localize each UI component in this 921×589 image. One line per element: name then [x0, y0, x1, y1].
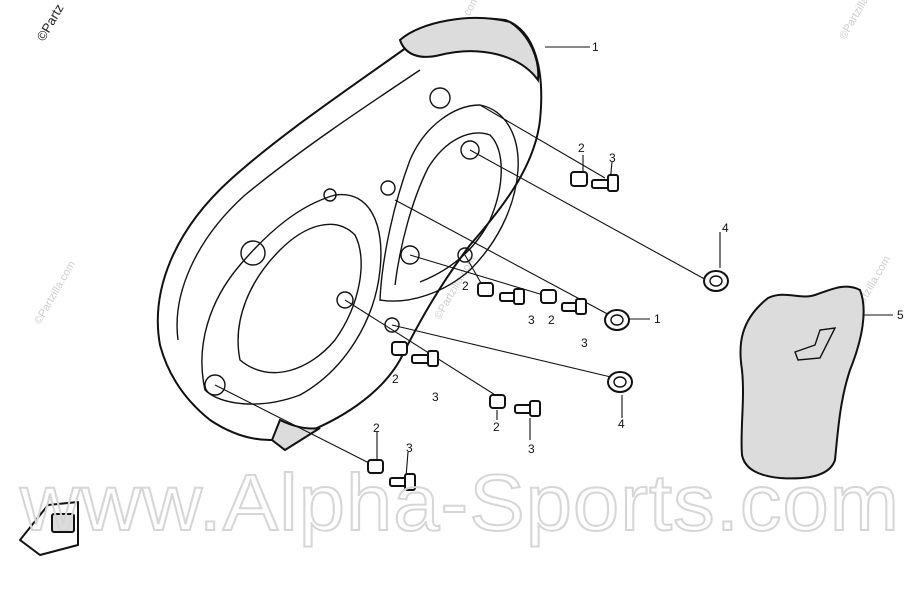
- callout-collar-bottom: 2: [373, 421, 380, 435]
- nut-mid: [604, 309, 630, 331]
- hardware: [367, 171, 729, 491]
- bolt-upper: [591, 174, 619, 192]
- callout-bolt-upper: 3: [609, 151, 616, 165]
- callout-cover: 1: [592, 40, 599, 54]
- collar-low-a: [391, 341, 408, 356]
- callout-bolt-mid-b: 3: [581, 336, 588, 350]
- callout-bolt-low-a: 3: [432, 390, 439, 404]
- bolt-low-b: [514, 400, 541, 417]
- callout-collar-mid-a: 2: [462, 279, 469, 293]
- callout-collar-low-b: 2: [493, 420, 500, 434]
- callout-collar-upper: 2: [578, 141, 585, 155]
- callout-bolt-bottom: 3: [406, 441, 413, 455]
- callout-nut-mid: 1: [654, 312, 661, 326]
- bolt-low-a: [411, 350, 439, 367]
- callout-nut-low: 4: [618, 417, 625, 431]
- watermark-site: www.Alpha-Sports.com: [19, 458, 900, 547]
- bolt-mid-b: [561, 298, 587, 315]
- nut-upper: [703, 270, 729, 292]
- watermark-faint-2: ©Partzilla.com: [837, 0, 883, 42]
- callout-bolt-mid-a: 3: [528, 313, 535, 327]
- watermark-faint-3: ©Partzilla.com: [32, 259, 78, 327]
- crankcase-cover: [156, 17, 543, 452]
- front-arrow-icon: [19, 501, 79, 556]
- nut-low: [607, 371, 633, 393]
- collar-mid-a: [477, 282, 494, 297]
- callout-collar-mid-b: 2: [548, 313, 555, 327]
- cover-plate: [739, 285, 865, 480]
- callout-collar-low-a: 2: [392, 372, 399, 386]
- collar-upper: [570, 171, 588, 187]
- callout-nut-upper: 4: [722, 221, 729, 235]
- collar-mid-b: [540, 289, 557, 304]
- callout-bolt-low-b: 3: [528, 442, 535, 456]
- bolt-bottom: [389, 473, 416, 491]
- bolt-mid-a: [499, 288, 525, 305]
- collar-low-b: [489, 394, 506, 409]
- watermark-copyright-corner: ©Partz: [34, 1, 67, 43]
- callout-plate: 5: [897, 308, 904, 322]
- collar-bottom: [367, 459, 384, 474]
